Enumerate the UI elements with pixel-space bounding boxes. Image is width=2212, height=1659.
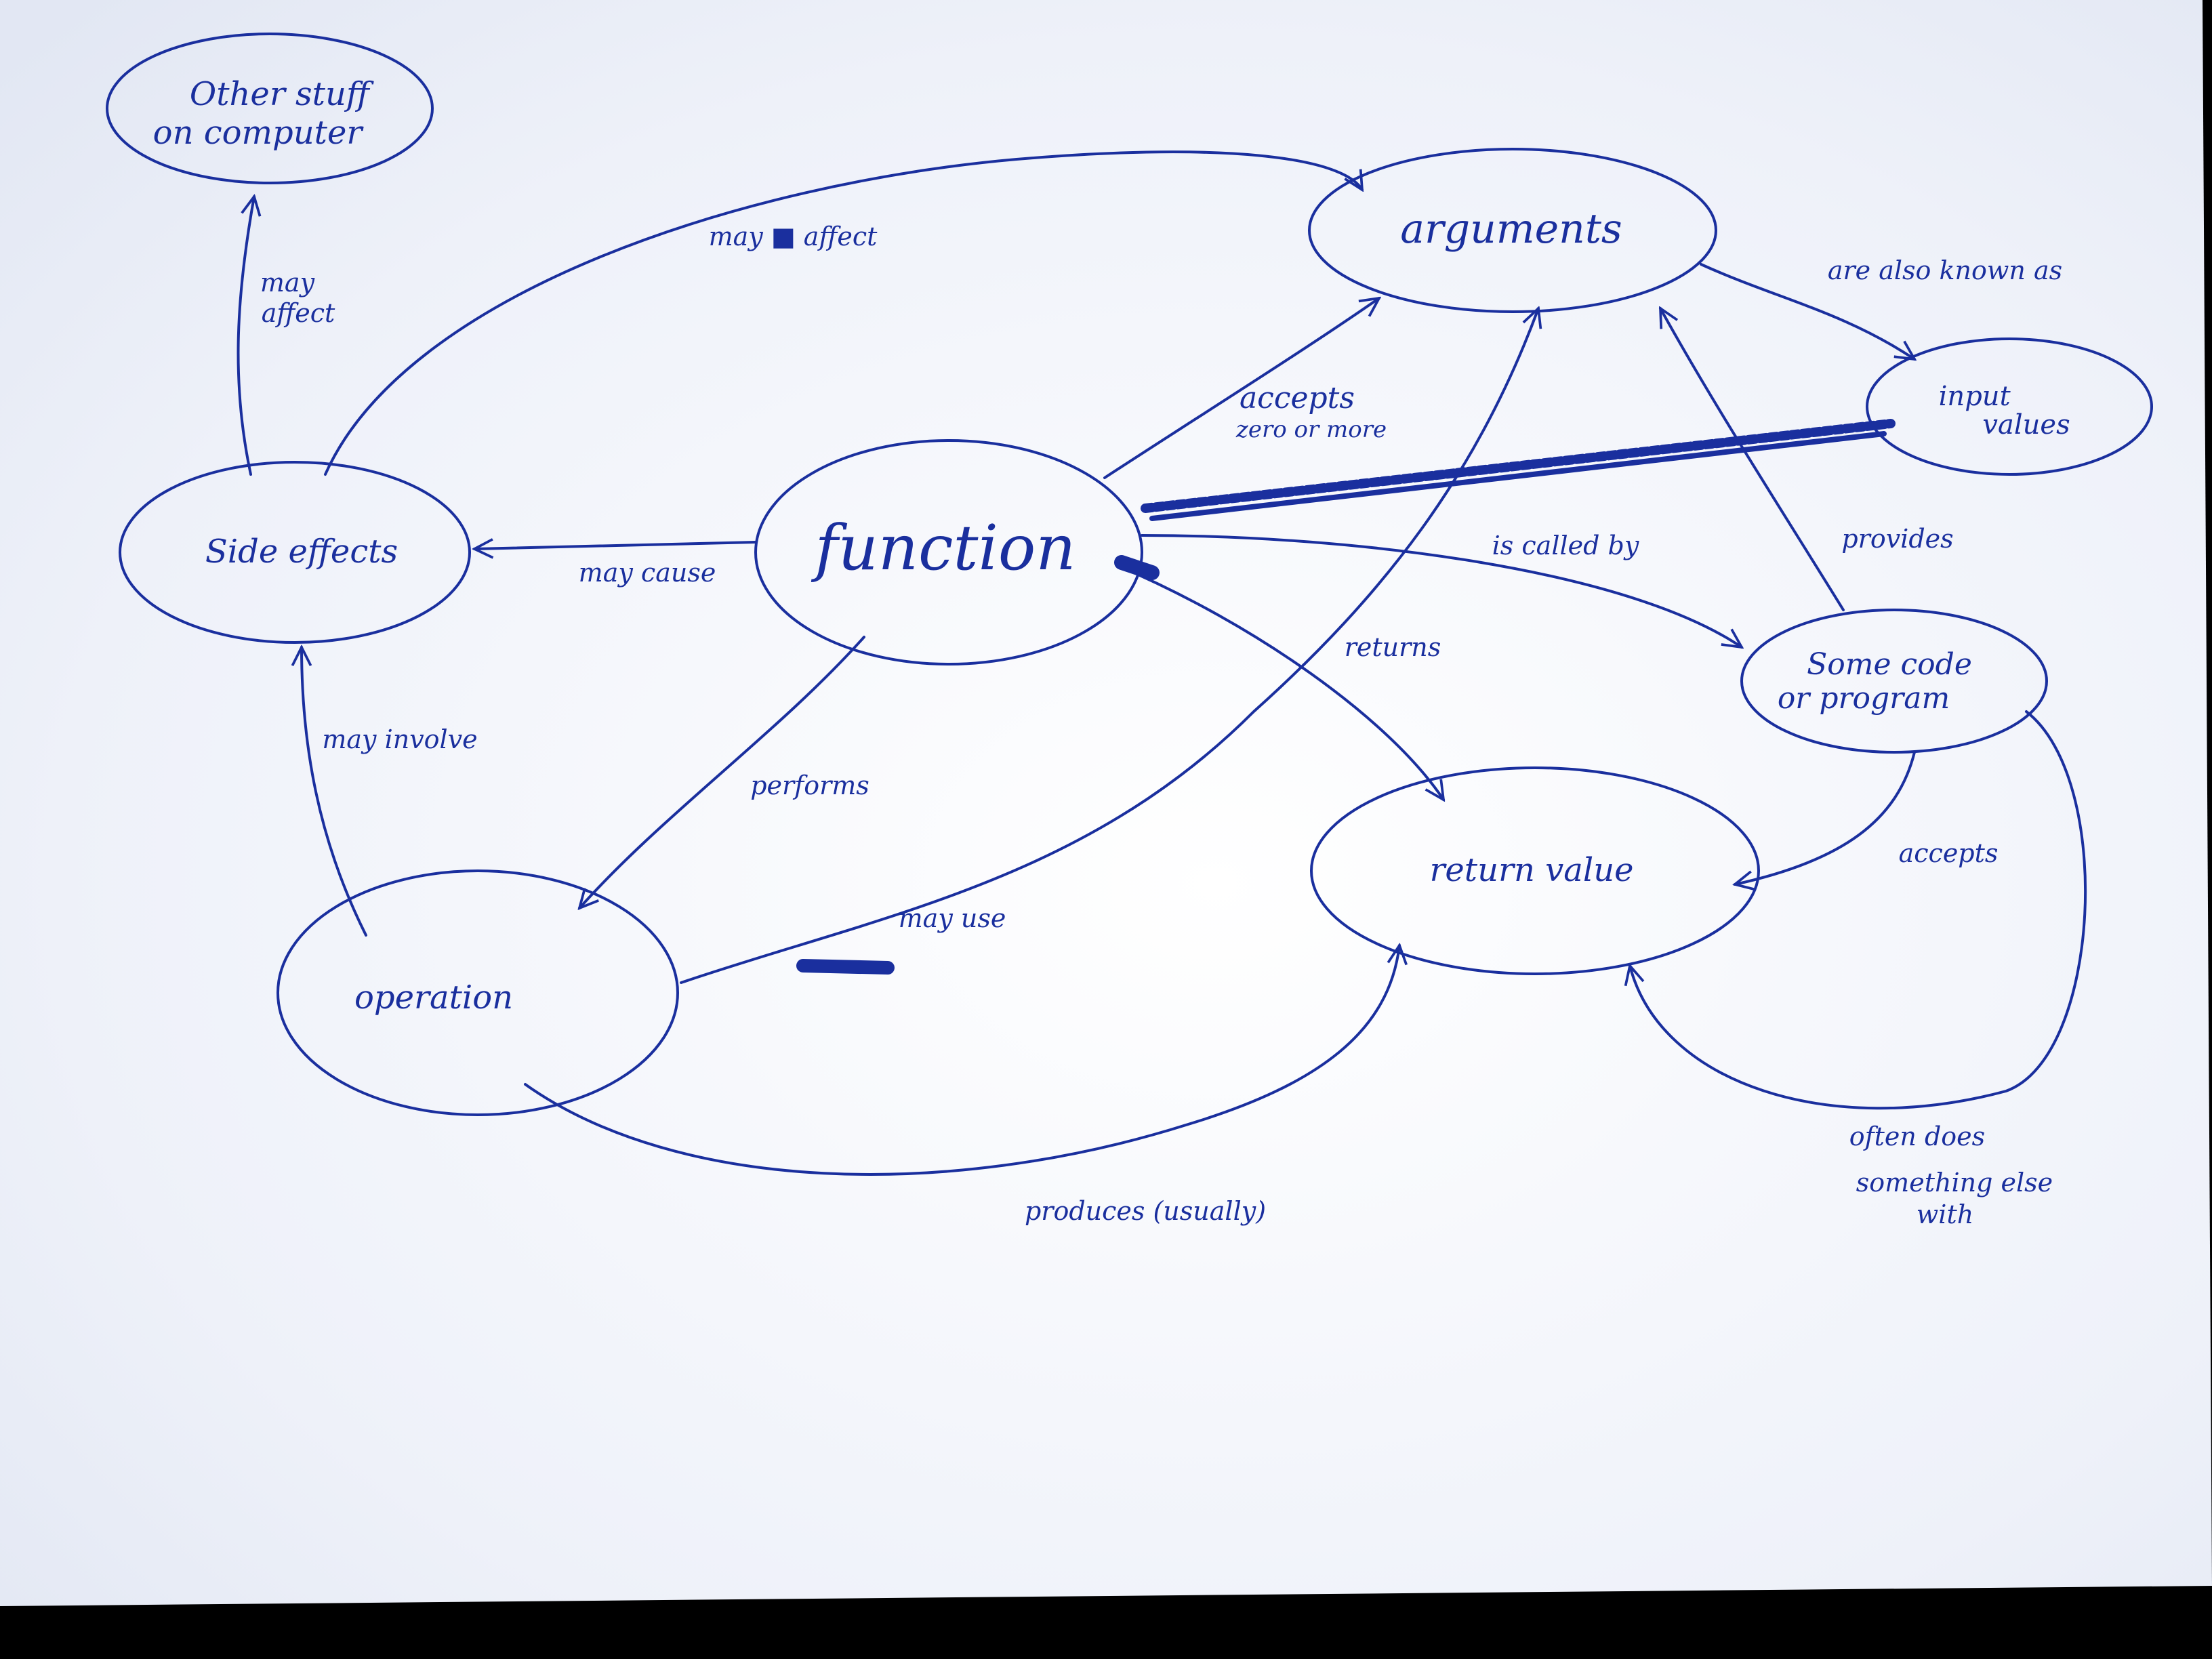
- scribble-marks: [796, 419, 1896, 975]
- edge-operation-to-side-effects: [302, 647, 367, 937]
- edge-label-may-affect-args: may ■ affect: [709, 222, 878, 251]
- scribble-may-use: [796, 959, 895, 975]
- edge-label-produces: produces (usually): [1025, 1196, 1266, 1226]
- edge-label-may-use: may use: [899, 903, 1006, 933]
- edge-function-to-return-value: [1117, 565, 1443, 800]
- label-function: function: [811, 512, 1076, 584]
- label-arguments: arguments: [1400, 205, 1622, 253]
- label-input-values: input values: [1939, 381, 2070, 441]
- node-function: [754, 439, 1143, 665]
- edge-function-to-arguments: [1103, 298, 1379, 479]
- edge-function-to-side-effects: [474, 542, 757, 549]
- scribble-long-2: [1149, 431, 1887, 521]
- label-some-code: Some code or program: [1778, 647, 1982, 716]
- label-other-stuff-line1: Other stuff: [190, 75, 374, 113]
- edge-label-often-does-line1: often does: [1849, 1122, 1985, 1151]
- edge-label-often-does-line3: with: [1917, 1200, 1973, 1229]
- edge-label-may-affect-other: may affect: [260, 268, 335, 328]
- label-other-stuff: Other stuff on computer: [153, 75, 380, 152]
- label-input-values-line2: values: [1982, 409, 2070, 441]
- node-arguments: [1308, 148, 1717, 313]
- edge-some-code-to-return-value: [1735, 751, 1916, 884]
- edge-label-often-does: often does something else with: [1849, 1122, 2061, 1229]
- scribble-long: [1141, 419, 1896, 513]
- node-input-values: [1866, 337, 2153, 476]
- node-other-stuff: [106, 33, 434, 184]
- edge-label-provides: provides: [1841, 524, 1953, 554]
- edge-label-accepts-zero: accepts zero or more: [1235, 381, 1387, 443]
- edge-label-accepts-zero-line1: accepts: [1240, 381, 1355, 415]
- edge-operation-to-arguments: [680, 308, 1538, 984]
- edge-some-code-to-arguments: [1660, 308, 1845, 611]
- label-other-stuff-line2: on computer: [153, 114, 365, 152]
- edge-label-is-called-by: is called by: [1492, 531, 1639, 560]
- edge-operation-to-return-value: [524, 945, 1399, 1176]
- label-return-value: return value: [1429, 851, 1633, 889]
- edge-label-may-affect-other-line2: affect: [262, 298, 335, 328]
- edge-arguments-to-input-values: [1700, 263, 1914, 359]
- edge-label-performs: performs: [750, 771, 869, 800]
- edge-label-accepts-zero-line2: zero or more: [1235, 416, 1387, 443]
- edge-label-may-affect-other-line1: may: [260, 268, 315, 298]
- edge-function-to-some-code: [1141, 534, 1742, 647]
- edge-label-accepts-return: accepts: [1899, 838, 1999, 868]
- label-input-values-line1: input: [1939, 381, 2011, 412]
- node-some-code: [1740, 609, 2048, 754]
- edge-some-code-to-return-value-loop: [1630, 710, 2087, 1110]
- label-side-effects: Side effects: [205, 533, 398, 571]
- scribble-dot: [1114, 555, 1160, 580]
- label-some-code-line2: or program: [1778, 681, 1950, 716]
- node-operation: [276, 869, 679, 1116]
- paper-sheet: [0, 0, 2212, 1606]
- edge-label-often-does-line2: something else: [1856, 1168, 2053, 1197]
- edge-function-to-operation: [579, 636, 865, 908]
- edge-label-also-known-as: are also known as: [1828, 255, 2062, 285]
- edge-label-returns: returns: [1345, 632, 1441, 662]
- label-operation: operation: [354, 979, 513, 1017]
- edge-side-effects-to-other-stuff: [237, 197, 254, 476]
- node-side-effects: [119, 461, 471, 644]
- edge-label-may-involve: may involve: [322, 724, 477, 754]
- edge-label-may-cause: may cause: [579, 558, 716, 588]
- node-return-value: [1310, 766, 1760, 975]
- label-some-code-line1: Some code: [1807, 647, 1972, 682]
- edge-side-effects-to-arguments: [324, 150, 1362, 476]
